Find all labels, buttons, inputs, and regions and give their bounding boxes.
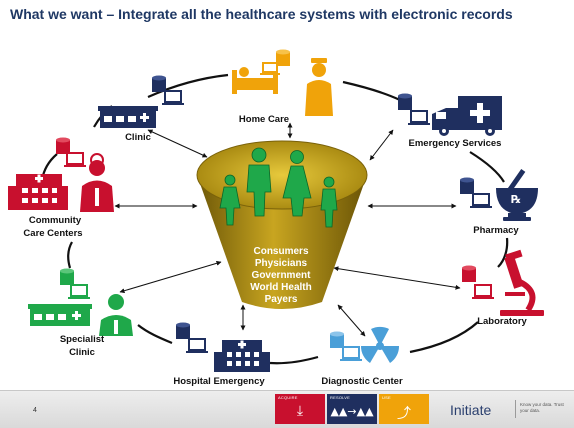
database-icon	[176, 322, 190, 339]
node-laboratory: Laboratory	[462, 249, 544, 327]
node-pharmacy: ℞ Pharmacy	[460, 169, 538, 236]
node-specialist-clinic: Specialist Clinic	[28, 268, 133, 358]
funnel-line-physicians: Physicians	[255, 258, 308, 269]
rx-symbol: ℞	[511, 193, 521, 206]
brand-tagline: Know your data. Trust your data.	[520, 402, 564, 413]
resolve-tile: RESOLVE ▲▲→▲▲	[327, 394, 377, 424]
shapes-flow-icon: ▲▲→▲▲	[330, 405, 374, 418]
label-community: Community	[29, 215, 82, 226]
database-icon	[398, 93, 412, 110]
label-hospital-emergency: Hospital Emergency	[173, 376, 265, 387]
arrows-spread-icon: ⤴	[397, 406, 411, 422]
funnel-line-payers: Payers	[265, 294, 298, 305]
computer-icon	[260, 62, 280, 75]
label-clinic: Clinic	[125, 132, 151, 143]
hospital-building-icon	[8, 174, 68, 210]
computer-icon	[162, 90, 184, 105]
funnel-line-government: Government	[252, 270, 312, 281]
node-community-care-centers: Community Care Centers	[8, 137, 114, 239]
label-emergency-services: Emergency Services	[409, 138, 502, 149]
computer-icon	[470, 193, 492, 208]
label-home-care: Home Care	[239, 114, 289, 125]
brand-logo: Initiate	[450, 402, 492, 418]
funnel-line-world-health: World Health	[250, 282, 311, 293]
node-home-care: Home Care	[232, 49, 333, 125]
page-number: 4	[33, 407, 37, 414]
doctor-icon	[99, 294, 133, 336]
funnel-line-consumers: Consumers	[253, 246, 308, 257]
node-diagnostic-center: Diagnostic Center	[321, 326, 403, 387]
database-icon	[276, 49, 290, 66]
label-diagnostic-center: Diagnostic Center	[321, 376, 403, 387]
doctor-icon	[80, 153, 114, 212]
people-icon	[219, 147, 338, 228]
node-hospital-emergency: Hospital Emergency	[173, 322, 270, 387]
database-icon	[330, 331, 344, 348]
microscope-icon	[500, 249, 544, 316]
mortar-pestle-icon	[496, 169, 538, 221]
acquire-label: ACQUIRE	[278, 395, 298, 400]
database-icon	[462, 265, 476, 282]
slide-title: What we want – Integrate all the healthc…	[10, 6, 513, 22]
use-tile: USE ⤴	[379, 394, 429, 424]
arrows-converge-icon: ⤓	[296, 403, 304, 419]
radiation-icon	[360, 326, 400, 363]
computer-icon	[408, 110, 430, 125]
bed-patient-icon	[232, 67, 278, 94]
database-icon	[152, 75, 166, 92]
label-pharmacy: Pharmacy	[473, 225, 519, 236]
database-icon	[60, 268, 74, 285]
label-specialist-clinic: Clinic	[69, 347, 95, 358]
database-icon	[460, 177, 474, 194]
label-specialist: Specialist	[60, 334, 105, 345]
computer-icon	[340, 346, 362, 361]
computer-icon	[64, 152, 86, 167]
label-laboratory: Laboratory	[477, 316, 527, 327]
spoke-arrows	[114, 122, 461, 337]
database-icon	[56, 137, 70, 154]
computer-icon	[68, 284, 90, 299]
slide-footer: 4 ACQUIRE ⤓ RESOLVE ▲▲→▲▲ USE ⤴ Initiate…	[0, 390, 574, 428]
acquire-tile: ACQUIRE ⤓	[275, 394, 325, 424]
computer-icon	[472, 284, 494, 299]
label-care-centers: Care Centers	[23, 228, 82, 239]
use-label: USE	[382, 395, 391, 400]
node-clinic: Clinic	[98, 75, 184, 143]
brand-divider	[515, 400, 516, 418]
hospital-building-icon	[214, 340, 270, 372]
node-emergency-services: Emergency Services	[398, 93, 502, 149]
resolve-label: RESOLVE	[330, 395, 350, 400]
nurse-icon	[305, 58, 333, 116]
clinic-building-icon	[98, 106, 158, 128]
clinic-building-icon	[28, 304, 92, 326]
ambulance-icon	[432, 96, 502, 136]
computer-icon	[186, 338, 208, 353]
central-funnel: Consumers Physicians Government World He…	[196, 140, 368, 309]
